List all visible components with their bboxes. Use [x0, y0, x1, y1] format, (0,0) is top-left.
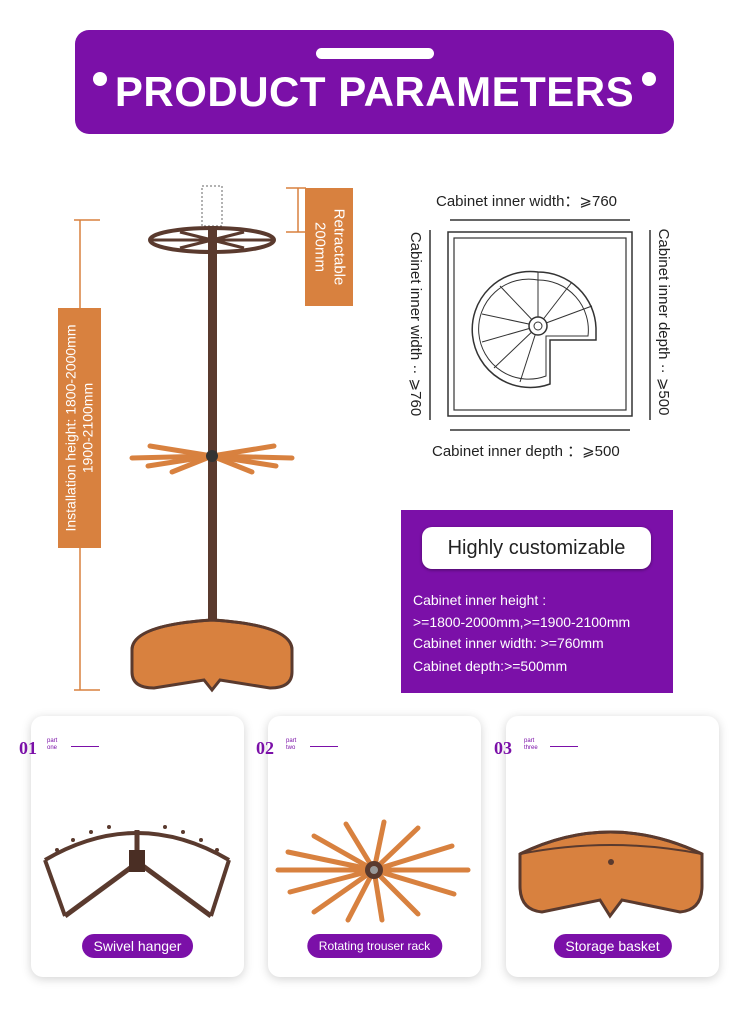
trouser-rack-button[interactable]: Rotating trouser rack	[306, 934, 443, 958]
swivel-hanger-image	[43, 825, 231, 919]
retractable-value: 200mm	[311, 221, 328, 273]
storage-basket-image	[518, 830, 704, 919]
storage-basket-button[interactable]: Storage basket	[553, 934, 672, 958]
banner-dot-right	[642, 72, 656, 86]
plan-top-label: Cabinet inner width：⩾760	[436, 193, 618, 210]
part-divider	[310, 746, 338, 747]
part-divider	[550, 746, 578, 747]
part-number: 02	[256, 738, 274, 758]
swivel-hanger-button[interactable]: Swivel hanger	[81, 934, 194, 958]
customization-title: Highly customizable	[422, 527, 651, 569]
custom-line-4: Cabinet depth:>=500mm	[413, 658, 568, 674]
installation-height-text-2: 1900-2100mm	[79, 382, 96, 474]
part-number: 01	[19, 738, 37, 758]
cabinet-plan-diagram	[429, 219, 651, 431]
retractable-bracket	[286, 187, 306, 233]
custom-line-2: >=1800-2000mm,>=1900-2100mm	[413, 614, 631, 630]
part-number: 03	[494, 738, 512, 758]
custom-line-3: Cabinet inner width: >=760mm	[413, 635, 604, 651]
customization-panel: Highly customizable Cabinet inner height…	[401, 510, 673, 693]
retractable-text: Retractable	[330, 208, 347, 286]
rotating-rack-image	[129, 185, 295, 693]
page-title: PRODUCT PARAMETERS	[114, 68, 635, 115]
trouser-rack-image	[275, 819, 471, 923]
title-banner: PRODUCT PARAMETERS	[75, 30, 674, 134]
part-divider	[71, 746, 99, 747]
plan-bottom-label: Cabinet inner depth ：⩾500	[432, 443, 620, 460]
installation-height-text: Installation height: 1800-2000mm	[62, 324, 79, 532]
custom-line-1: Cabinet inner height :	[413, 592, 547, 608]
retractable-label: Retractable 200mm	[305, 188, 353, 306]
banner-dot-left	[93, 72, 107, 86]
installation-height-label: Installation height: 1800-2000mm 1900-21…	[58, 308, 101, 548]
banner-decoration-bar	[316, 48, 434, 59]
